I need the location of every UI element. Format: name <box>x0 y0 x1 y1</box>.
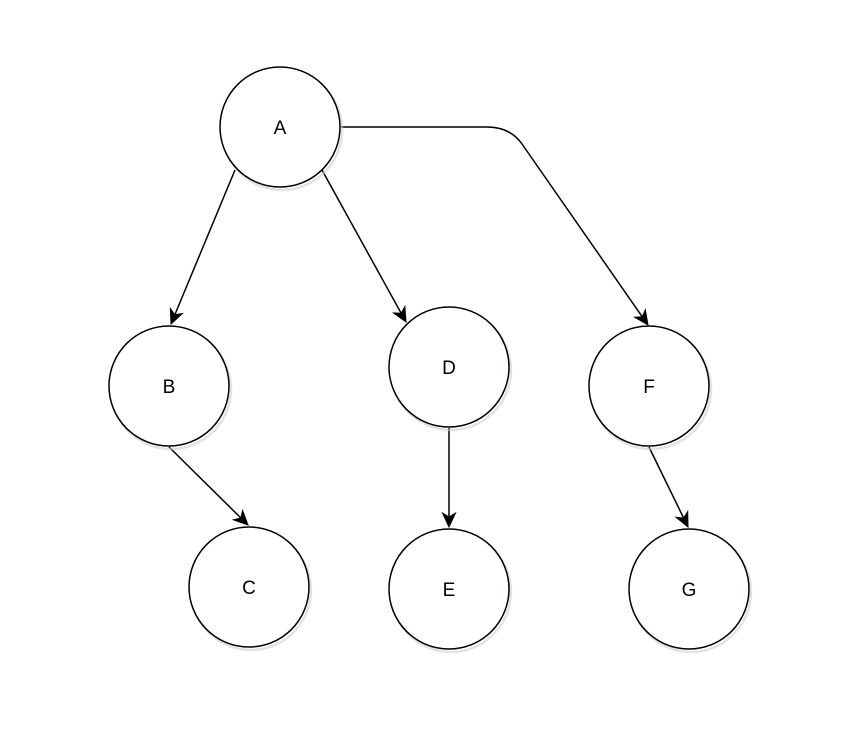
node-a: A <box>219 66 344 192</box>
arrowhead-icon <box>391 304 407 324</box>
edge-line <box>648 446 685 519</box>
arrowhead-icon <box>231 508 249 526</box>
arrowhead-icon <box>441 511 457 529</box>
arrowhead-icon <box>169 306 184 326</box>
node-c: C <box>188 526 313 652</box>
node-f: F <box>588 325 713 451</box>
node-circle <box>108 325 230 447</box>
node-circle <box>188 526 310 648</box>
node-label: G <box>682 580 697 601</box>
node-label: D <box>442 358 456 379</box>
node-label: C <box>242 578 256 599</box>
edge-a-to-f <box>341 126 649 326</box>
edge-line <box>321 169 402 314</box>
node-circle <box>388 528 510 650</box>
edge-b-to-c <box>168 446 249 526</box>
node-e: E <box>388 528 513 654</box>
edges-layer <box>168 126 689 529</box>
node-circle <box>219 66 341 188</box>
edge-f-to-g <box>648 446 689 529</box>
node-circle <box>588 325 710 447</box>
edge-line <box>341 126 643 318</box>
edge-a-to-b <box>169 169 236 326</box>
node-label: F <box>643 377 655 398</box>
node-label: A <box>274 118 287 139</box>
edge-line <box>174 169 236 316</box>
node-circle <box>628 528 750 650</box>
node-b: B <box>108 325 233 451</box>
edge-a-to-d <box>321 169 407 324</box>
node-label: B <box>163 377 176 398</box>
edge-d-to-e <box>441 428 457 529</box>
edge-line <box>168 446 242 519</box>
nodes-layer: A B C D E F G <box>108 66 753 654</box>
node-d: D <box>388 306 513 432</box>
arrowhead-icon <box>674 509 689 529</box>
node-circle <box>388 306 510 428</box>
arrowhead-icon <box>632 308 649 326</box>
node-g: G <box>628 528 753 654</box>
node-label: E <box>443 580 456 601</box>
